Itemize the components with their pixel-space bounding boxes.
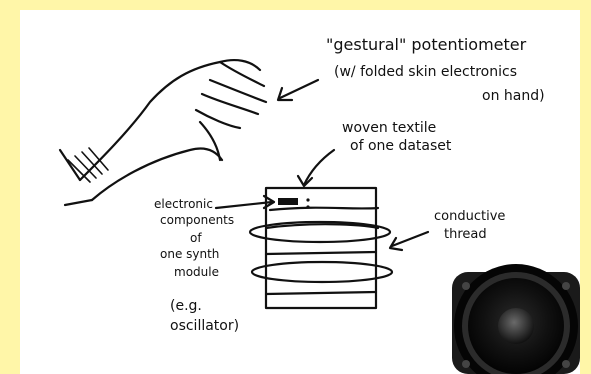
hand-drawing [60,60,266,205]
thread-arrow [390,232,428,250]
speaker-dome [498,308,534,344]
speaker-image [452,264,580,374]
potentiometer-label-line3: on hand) [482,88,545,104]
thread-label-line1: conductive [434,209,505,224]
components-label-line4: one synth [160,247,219,261]
example-label-line2: oscillator) [170,318,239,334]
textile-label-line1: woven textile [342,120,436,136]
components-label-line2: components [160,213,234,227]
components-arrow [216,196,274,208]
components-label-line1: electronic [154,197,213,211]
potentiometer-label-line1: "gestural" potentiometer [326,35,527,54]
sketch-canvas: "gestural" potentiometer (w/ folded skin… [20,10,580,374]
textile-label-line2: of one dataset [350,138,452,154]
components-label-line3: of [190,231,202,245]
woven-textile-drawing [250,188,392,308]
sketch-paper: "gestural" potentiometer (w/ folded skin… [20,10,580,374]
component-chip [278,198,298,205]
example-label-line1: (e.g. [170,298,202,314]
components-label-line5: module [174,265,219,279]
thread-label-line2: thread [444,227,487,242]
potentiometer-arrow [278,80,318,100]
potentiometer-label-line2: (w/ folded skin electronics [334,64,517,80]
textile-arrow [298,150,334,186]
